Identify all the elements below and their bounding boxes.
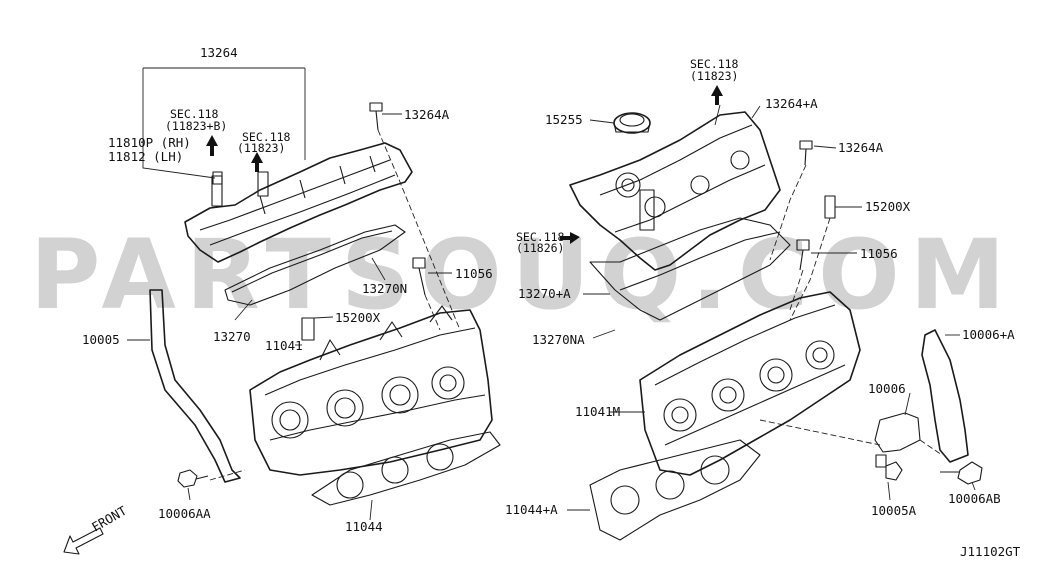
bolt-10006ab[interactable] <box>940 461 983 485</box>
label-sec118-b1: SEC.118 <box>242 130 291 144</box>
label-10006: 10006 <box>868 381 906 396</box>
label-11810p: 11810P (RH) <box>108 135 191 150</box>
arrow-sec118-c <box>711 85 723 105</box>
label-sec118-b2: (11823) <box>237 141 285 155</box>
label-13270-plus-a: 13270+A <box>518 286 571 301</box>
bolt-11056-right[interactable] <box>796 239 810 271</box>
label-10006ab: 10006AB <box>948 491 1001 506</box>
label-sec118-c1: SEC.118 <box>690 57 739 71</box>
label-sec118-d1: SEC.118 <box>516 230 565 244</box>
label-13264-plus-a: 13264+A <box>765 96 818 111</box>
bolt-10006aa[interactable] <box>177 469 209 488</box>
label-sec118-c2: (11823) <box>690 69 738 83</box>
bracket-10006[interactable] <box>874 412 921 453</box>
label-13264a-left: 13264A <box>404 107 450 122</box>
label-10005a: 10005A <box>871 503 917 518</box>
label-10006aa: 10006AA <box>158 506 211 521</box>
label-13270n: 13270N <box>362 281 407 296</box>
label-13264a-right: 13264A <box>838 140 884 155</box>
label-11041m: 11041M <box>575 404 620 419</box>
front-label: FRONT <box>89 503 129 535</box>
label-10005: 10005 <box>82 332 120 347</box>
watermark: PARTSOUQ.COM <box>30 219 1015 331</box>
bracket-10005[interactable] <box>149 289 241 483</box>
label-13270: 13270 <box>213 329 251 344</box>
label-15200x-right: 15200X <box>865 199 911 214</box>
label-11044: 11044 <box>345 519 383 534</box>
label-11812: 11812 (LH) <box>108 149 183 164</box>
label-10006-plus-a: 10006+A <box>962 327 1015 342</box>
arrow-sec118-d <box>560 232 580 244</box>
label-11044-plus-a: 11044+A <box>505 502 558 517</box>
label-sec118-a2: (11823+B) <box>165 119 227 133</box>
bolt-13264a-right[interactable] <box>799 140 813 166</box>
arrow-sec118-a <box>206 135 218 156</box>
head-gasket-11044[interactable] <box>311 431 501 506</box>
gasket-13270-plus-a[interactable] <box>589 217 791 321</box>
bracket-10006-plus-a[interactable] <box>921 329 969 463</box>
head-gasket-11044-plus-a[interactable] <box>589 439 761 541</box>
bolt-10005a[interactable] <box>875 454 903 481</box>
figure-code: J11102GT <box>960 544 1021 559</box>
bolt-15200x-left[interactable] <box>301 317 315 341</box>
label-13270na: 13270NA <box>532 332 585 347</box>
label-11056-right: 11056 <box>860 246 898 261</box>
gasket-13270n[interactable] <box>224 224 406 306</box>
label-sec118-d2: (11826) <box>516 241 564 255</box>
rocker-cover-rh[interactable] <box>569 111 781 271</box>
label-15200x-left: 15200X <box>335 310 381 325</box>
bolt-13264a-left[interactable] <box>369 102 383 131</box>
label-13264: 13264 <box>200 45 238 60</box>
rocker-cover-lh[interactable] <box>184 142 413 263</box>
front-arrow-icon <box>63 527 104 555</box>
arrow-sec118-b <box>251 152 263 172</box>
cylinder-head-rh[interactable] <box>639 291 861 476</box>
label-11056-left: 11056 <box>455 266 493 281</box>
bolt-11056-left[interactable] <box>412 257 426 296</box>
label-15255: 15255 <box>545 112 583 127</box>
bolt-15200x-right[interactable] <box>824 195 836 219</box>
label-11041: 11041 <box>265 338 303 353</box>
cylinder-head-lh[interactable] <box>249 305 493 476</box>
oil-cap-15255[interactable] <box>613 112 651 134</box>
label-sec118-a1: SEC.118 <box>170 107 219 121</box>
